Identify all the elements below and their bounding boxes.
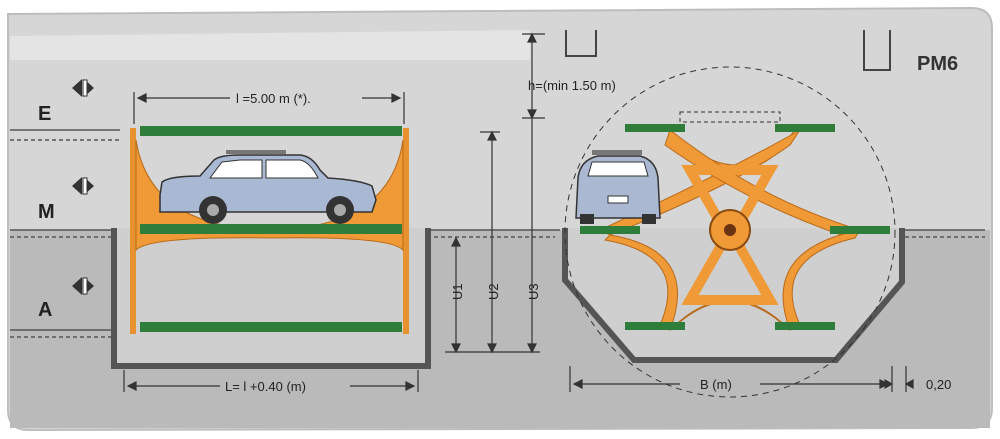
car-rear-view: [575, 150, 661, 224]
middle-platform: [140, 224, 402, 234]
rotary-platform: [775, 124, 835, 132]
width-label: B (m): [700, 377, 732, 392]
length-dimension: [133, 92, 405, 124]
bidirectional-arrow-icon: [72, 79, 94, 97]
rotary-platform: [830, 226, 890, 234]
level-label-e: E: [38, 103, 51, 125]
u2-label: U2: [486, 283, 501, 300]
rotary-platforms: [580, 124, 890, 330]
rotary-platform: [775, 322, 835, 330]
ceiling-notches: [565, 30, 891, 71]
vertical-dimensions: [445, 32, 545, 354]
bidirectional-arrow-icon: [72, 277, 94, 295]
bidirectional-arrow-icon: [72, 177, 94, 195]
u3-label: U3: [526, 283, 541, 300]
rotary-platform: [580, 226, 640, 234]
rotary-platform: [625, 124, 685, 132]
total-length-label: L= l +0.40 (m): [225, 379, 306, 394]
length-label: l =5.00 m (*).: [236, 91, 311, 106]
left-pit: [111, 228, 431, 369]
rotary-platform: [625, 322, 685, 330]
left-post: [130, 128, 136, 334]
total-length-dimension: [123, 370, 419, 392]
ghost-platform: [679, 111, 781, 123]
model-title: PM6: [917, 53, 958, 75]
offset-label: 0,20: [926, 377, 951, 392]
lower-platform: [140, 322, 402, 332]
upper-platform: [140, 126, 402, 136]
level-label-m: M: [38, 201, 55, 223]
right-post: [403, 128, 409, 334]
u1-label: U1: [450, 283, 465, 300]
rotation-circle: [564, 66, 896, 398]
level-label-a: A: [38, 299, 52, 321]
car-side-view: [159, 150, 377, 224]
width-dimension: [569, 366, 914, 392]
height-label: h=(min 1.50 m): [528, 78, 616, 93]
